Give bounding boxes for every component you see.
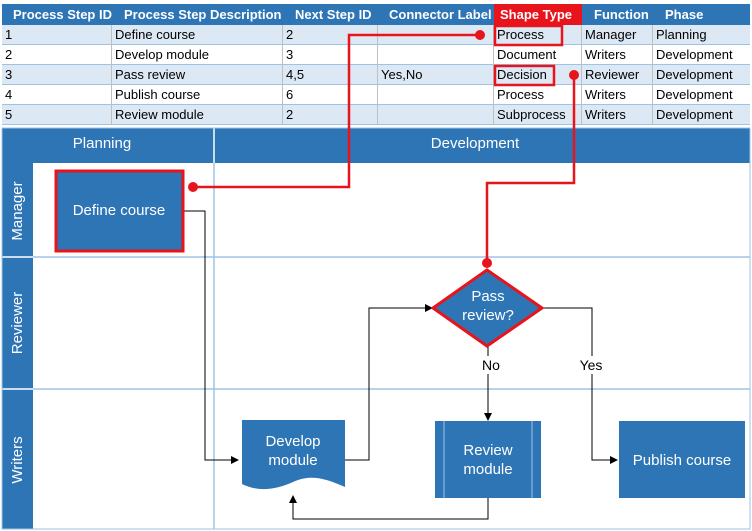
callout-line-process xyxy=(193,33,479,189)
callout-dot xyxy=(188,182,198,192)
cell-shape-type[interactable]: Document xyxy=(494,45,582,65)
cell-function[interactable]: Writers xyxy=(582,85,653,105)
header-connector-label[interactable]: Connector Label xyxy=(378,4,494,25)
connector-develop-to-review xyxy=(345,304,433,461)
cell-description[interactable]: Pass review xyxy=(112,65,283,85)
header-shape-type[interactable]: Shape Type xyxy=(494,4,582,25)
connector-label-no: No xyxy=(482,357,500,373)
cell-phase[interactable]: Development xyxy=(656,107,733,122)
phase-label-planning: Planning xyxy=(73,135,131,152)
callout-dot xyxy=(475,30,485,40)
shape-label: Define course xyxy=(73,202,166,219)
connector-review-to-develop xyxy=(289,495,489,520)
cell-function[interactable]: Writers xyxy=(582,45,653,65)
shape-label: review? xyxy=(462,307,514,324)
shape-develop-module-document[interactable]: Develop module xyxy=(242,420,345,490)
table-row: 5 Review module 2 Subprocess Writers Dev… xyxy=(2,105,750,125)
cell-shape-type[interactable]: Subprocess xyxy=(494,105,582,125)
phase-header-bar xyxy=(2,128,750,163)
cell-next-step[interactable]: 6 xyxy=(283,85,378,105)
cell-phase[interactable]: Development xyxy=(656,87,733,102)
lane-label-manager: Manager xyxy=(9,181,26,240)
phase-label-development: Development xyxy=(431,135,520,152)
cell-step-id[interactable]: 3 xyxy=(2,65,112,85)
cell-connector-label[interactable]: Yes,No xyxy=(378,65,494,85)
shape-label: Pass xyxy=(471,288,504,305)
cell-step-id[interactable]: 2 xyxy=(2,45,112,65)
shape-pass-review-decision[interactable]: Pass review? xyxy=(430,268,545,348)
cell-connector-label[interactable] xyxy=(378,25,494,45)
callout-line-decision xyxy=(485,75,576,263)
callout-dot xyxy=(482,258,492,268)
connector-label-bg xyxy=(576,356,608,374)
cell-function[interactable]: Manager xyxy=(582,25,653,45)
cell-description[interactable]: Publish course xyxy=(112,85,283,105)
lane-label-reviewer: Reviewer xyxy=(9,292,26,355)
shape-label: module xyxy=(268,452,317,469)
lane-label-bar xyxy=(2,163,33,529)
callout-dot xyxy=(569,70,579,80)
cell-description[interactable]: Develop module xyxy=(112,45,283,65)
header-phase[interactable]: Phase xyxy=(653,4,750,25)
header-function[interactable]: Function xyxy=(582,4,653,25)
diagram-border xyxy=(1,127,751,530)
cell-next-step[interactable]: 2 xyxy=(283,105,378,125)
shape-publish-course[interactable]: Publish course xyxy=(619,421,745,498)
shape-label: Publish course xyxy=(633,452,731,469)
cell-function[interactable]: Writers xyxy=(582,105,653,125)
connector-define-to-develop xyxy=(184,210,239,464)
cell-step-id[interactable]: 1 xyxy=(2,25,112,45)
table-row: 2 Develop module 3 Document Writers Deve… xyxy=(2,45,750,65)
header-step-id[interactable]: Process Step ID xyxy=(2,4,112,25)
cell-shape-type[interactable]: Process xyxy=(494,85,582,105)
header-description[interactable]: Process Step Description xyxy=(112,4,283,25)
table-row: 4 Publish course 6 Process Writers Devel… xyxy=(2,85,750,105)
cell-step-id[interactable]: 4 xyxy=(2,85,112,105)
highlight-box-process xyxy=(493,24,564,47)
cell-description[interactable]: Review module xyxy=(112,105,283,125)
cell-step-id[interactable]: 5 xyxy=(2,105,112,125)
shape-label: Develop xyxy=(265,433,320,450)
shape-label: module xyxy=(463,461,512,478)
cell-connector-label[interactable] xyxy=(378,85,494,105)
cell-next-step[interactable]: 4,5 xyxy=(283,65,378,85)
table-row: 3 Pass review 4,5 Yes,No Decision Review… xyxy=(2,65,750,85)
cell-phase[interactable]: Planning xyxy=(656,27,707,42)
cell-connector-label[interactable] xyxy=(378,105,494,125)
shape-label: Review xyxy=(463,442,512,459)
cell-phase[interactable]: Development xyxy=(656,47,733,62)
lane-label-writers: Writers xyxy=(9,436,26,483)
connector-label-bg xyxy=(478,356,504,374)
cell-phase[interactable]: Development xyxy=(656,67,733,82)
cell-description[interactable]: Define course xyxy=(112,25,283,45)
highlight-box-decision xyxy=(493,64,556,87)
cell-function[interactable]: Reviewer xyxy=(582,65,653,85)
connector-yes-branch xyxy=(543,307,618,464)
cell-shape-type[interactable]: Process xyxy=(494,25,582,45)
cell-shape-type[interactable]: Decision xyxy=(494,65,582,85)
shape-review-module-subprocess[interactable]: Review module xyxy=(435,421,541,498)
cell-connector-label[interactable] xyxy=(378,45,494,65)
connector-label-yes: Yes xyxy=(580,357,603,373)
shape-define-course[interactable]: Define course xyxy=(54,169,185,253)
cell-next-step[interactable]: 3 xyxy=(283,45,378,65)
header-next-step[interactable]: Next Step ID xyxy=(283,4,378,25)
